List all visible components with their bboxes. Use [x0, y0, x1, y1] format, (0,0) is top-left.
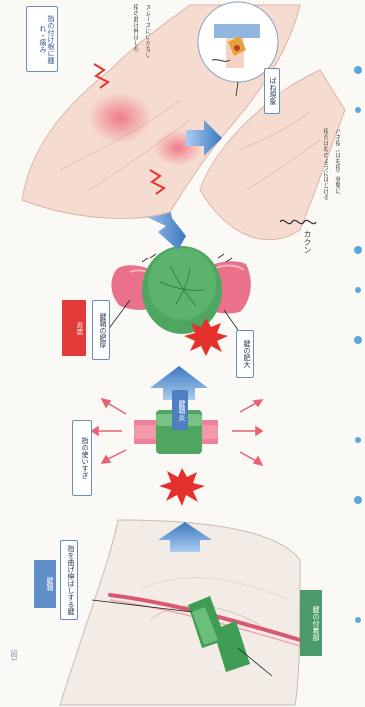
- sheath-thickening-label: 腱鞘の肥厚: [92, 300, 110, 360]
- finger-anatomy-drawing: [59, 519, 302, 706]
- arrow-right-icon: [186, 120, 222, 156]
- pain-label: 指の付け根に腫れ・痛み: [26, 6, 58, 72]
- inflammation-label: 炎症: [62, 300, 86, 356]
- decorative-dot-column: [354, 66, 362, 623]
- arrow-diagonal-icon: [140, 208, 186, 250]
- tendon-note: 指を曲げ伸ばしする腱: [60, 540, 78, 620]
- pain-zigzag-icon: [149, 169, 166, 195]
- trigger-phenomenon-label: ばね現象: [264, 68, 280, 114]
- tenosynovitis-arrow-label: 腱鞘炎: [172, 390, 188, 430]
- snap-sound-label: カクン: [303, 230, 312, 254]
- tendon-sheath-label: 腱鞘: [34, 560, 56, 608]
- overuse-drawing: [90, 397, 264, 506]
- tendon-swelling-label: 腱の肥大: [236, 330, 254, 378]
- arrow-up-icon: [150, 366, 208, 400]
- snap-motion-icon: [279, 219, 317, 225]
- overuse-label: 指の使いすぎ: [72, 420, 92, 496]
- arrow-up-icon: [158, 522, 212, 552]
- trigger-note-line2: バネ指（ばね指）状態に: [334, 128, 340, 194]
- burst-icon: [159, 468, 205, 506]
- hand-drawings: [21, 1, 346, 241]
- inflammation-drawing: [107, 246, 251, 356]
- pain-zigzag-icon: [93, 63, 110, 89]
- catching-note-line1: 指の曲げ伸ばしが: [132, 4, 138, 52]
- burst-icon: [184, 318, 228, 356]
- figure-number: 図1: [10, 650, 18, 662]
- tendon-attachment-label: 腱の付着部: [300, 590, 322, 656]
- catching-note-line2: スムーズにいかない: [144, 4, 150, 58]
- trigger-note-line1: 指がばねのようにはじける: [322, 128, 328, 200]
